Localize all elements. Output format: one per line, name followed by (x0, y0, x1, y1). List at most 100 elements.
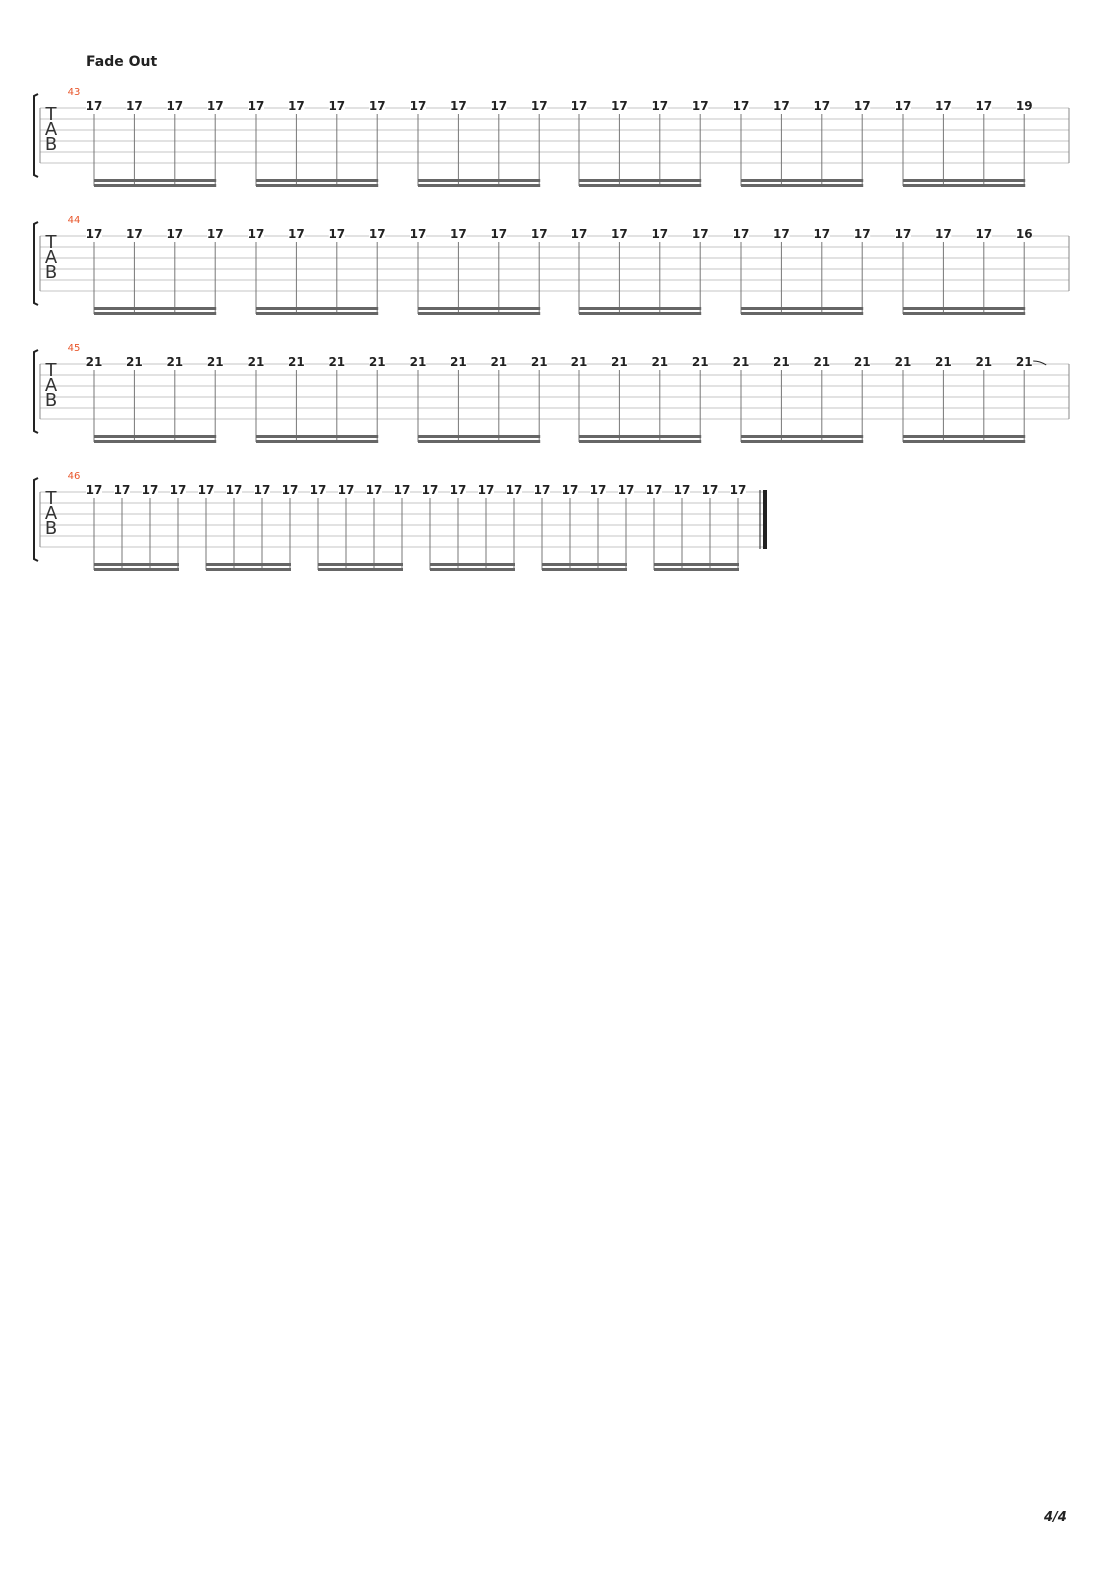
fret-knockout (422, 486, 438, 497)
fret-knockout (328, 358, 345, 369)
fret-number: 21 (651, 355, 668, 369)
fret-number: 19 (1016, 99, 1033, 113)
beam-primary (256, 435, 379, 438)
fret-number: 21 (895, 355, 912, 369)
fret-number: 17 (338, 483, 355, 497)
fret-knockout (254, 486, 270, 497)
fret-knockout (490, 102, 507, 113)
fret-number: 17 (198, 483, 215, 497)
beam-secondary (94, 568, 179, 571)
fret-number: 17 (170, 483, 187, 497)
beam-primary (903, 179, 1026, 182)
fret-number: 17 (86, 227, 103, 241)
beam-secondary (579, 312, 702, 315)
beam-primary (579, 435, 702, 438)
beam-primary (579, 179, 702, 182)
fret-knockout (450, 102, 467, 113)
fret-number: 17 (935, 99, 952, 113)
fret-number: 17 (410, 227, 427, 241)
fret-number: 17 (895, 99, 912, 113)
fret-number: 17 (166, 227, 183, 241)
fret-knockout (611, 230, 628, 241)
measure-number: 44 (68, 215, 81, 226)
fret-knockout (166, 358, 183, 369)
fret-knockout (571, 102, 587, 113)
fret-number: 17 (618, 483, 635, 497)
beam-secondary (206, 568, 291, 571)
fret-knockout (450, 230, 467, 241)
fret-knockout (1016, 358, 1033, 369)
final-barline-thick (763, 490, 767, 549)
fret-knockout (369, 358, 386, 369)
beam-secondary (903, 440, 1026, 443)
beam-primary (418, 307, 541, 310)
fret-knockout (571, 230, 587, 241)
beam-primary (903, 435, 1026, 438)
beam-primary (418, 435, 541, 438)
fret-number: 17 (534, 483, 551, 497)
beam-secondary (903, 184, 1026, 187)
fret-number: 21 (369, 355, 386, 369)
beam-primary (318, 563, 403, 566)
fret-knockout (895, 358, 911, 369)
fret-number: 21 (531, 355, 548, 369)
fret-number: 17 (935, 227, 952, 241)
fret-number: 17 (366, 483, 383, 497)
fret-number: 21 (166, 355, 183, 369)
beam-primary (94, 307, 217, 310)
fret-number: 17 (369, 99, 386, 113)
tab-clef-letter: A (45, 247, 58, 268)
tab-clef-letter: T (45, 488, 58, 509)
fret-number: 17 (207, 227, 224, 241)
fret-knockout (562, 486, 578, 497)
fret-knockout (571, 358, 587, 369)
fret-number: 16 (1016, 227, 1033, 241)
fret-knockout (618, 486, 634, 497)
fret-knockout (490, 230, 507, 241)
fret-knockout (369, 230, 386, 241)
fret-number: 17 (651, 227, 668, 241)
fret-number: 17 (730, 483, 747, 497)
fret-number: 17 (590, 483, 607, 497)
beam-secondary (94, 312, 217, 315)
beam-primary (206, 563, 291, 566)
measure-number: 43 (68, 87, 81, 98)
beam-secondary (741, 440, 864, 443)
fret-number: 17 (328, 99, 345, 113)
fret-knockout (126, 230, 143, 241)
fret-knockout (935, 358, 952, 369)
fret-knockout (692, 102, 709, 113)
fret-number: 17 (490, 227, 507, 241)
fret-knockout (86, 358, 102, 369)
fret-number: 17 (773, 99, 790, 113)
fret-knockout (854, 358, 871, 369)
fret-number: 21 (450, 355, 467, 369)
fret-knockout (248, 102, 264, 113)
fret-number: 17 (282, 483, 299, 497)
beam-secondary (430, 568, 515, 571)
fret-number: 17 (490, 99, 507, 113)
fret-number: 21 (126, 355, 143, 369)
fret-knockout (288, 230, 305, 241)
fret-number: 17 (531, 99, 548, 113)
fret-knockout (813, 358, 830, 369)
fret-number: 17 (254, 483, 271, 497)
fret-number: 17 (571, 99, 588, 113)
fret-knockout (733, 102, 749, 113)
tab-clef-letter: B (45, 390, 57, 411)
fret-knockout (282, 486, 298, 497)
fret-knockout (328, 230, 345, 241)
fret-knockout (611, 358, 628, 369)
fret-knockout (366, 486, 382, 497)
system-bracket (33, 349, 39, 434)
fret-number: 21 (288, 355, 305, 369)
fret-number: 21 (328, 355, 345, 369)
fret-number: 17 (248, 227, 265, 241)
beam-primary (903, 307, 1026, 310)
fade-out-direction: Fade Out (86, 54, 158, 70)
fret-knockout (854, 230, 871, 241)
fret-number: 17 (702, 483, 719, 497)
fret-number: 17 (369, 227, 386, 241)
beam-secondary (418, 312, 541, 315)
